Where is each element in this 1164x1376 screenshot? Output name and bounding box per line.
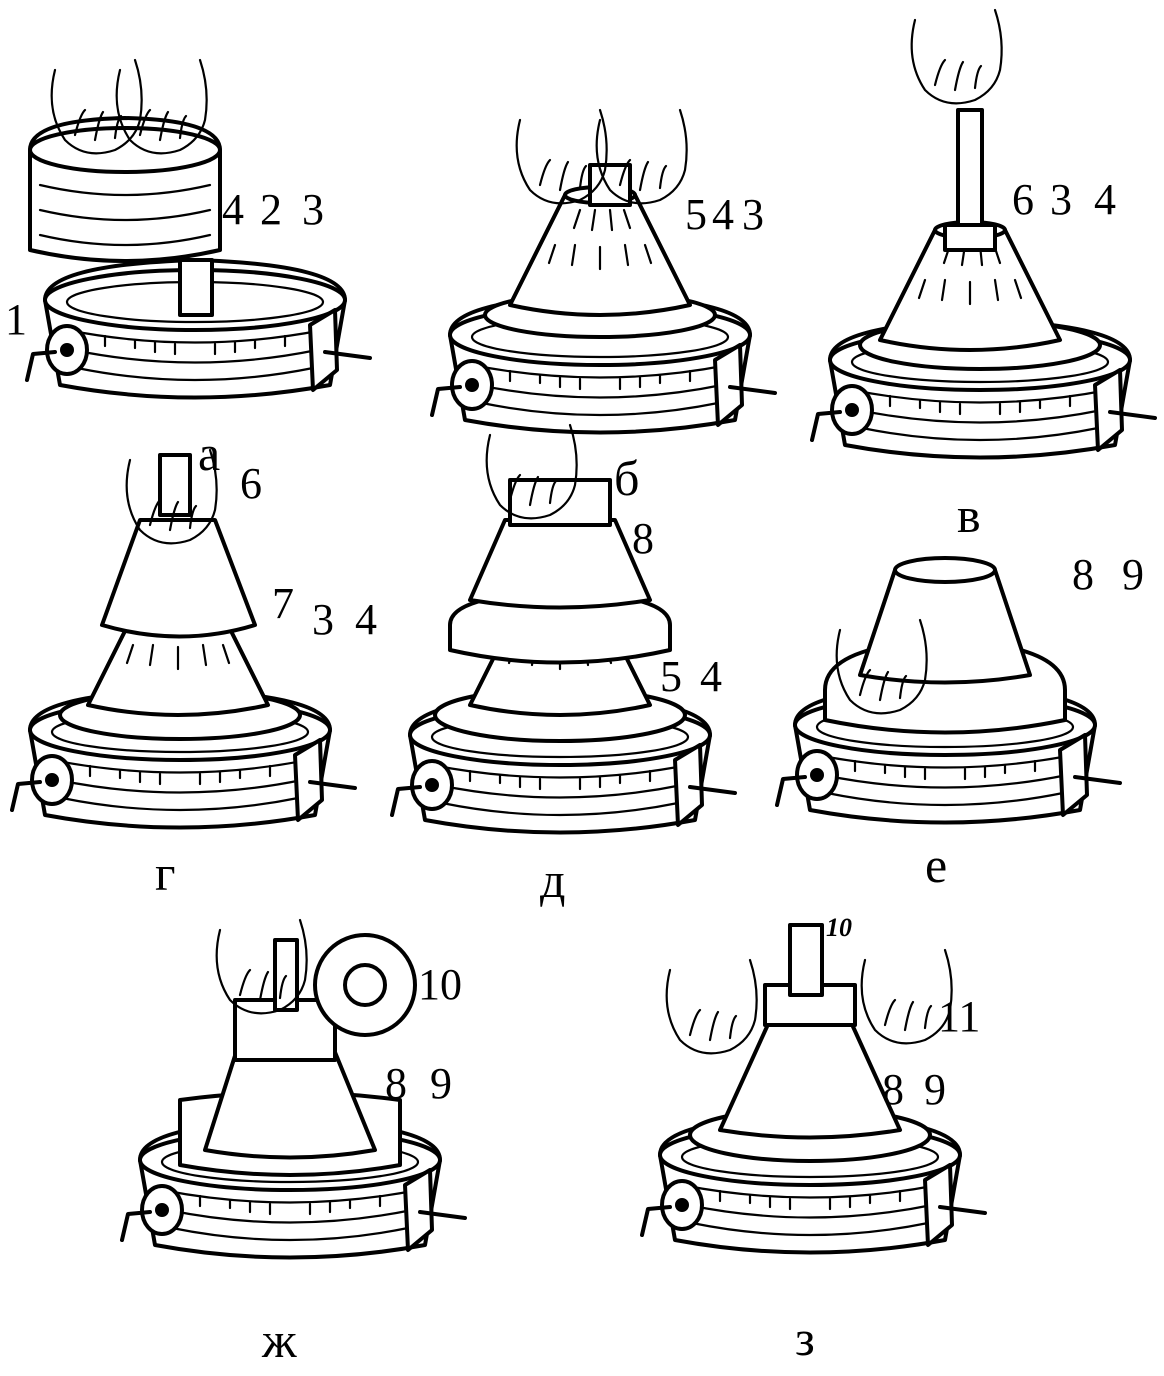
panel-a-illustration <box>25 58 372 400</box>
part-label: 3 <box>1050 175 1072 224</box>
part-label: 6 <box>240 459 262 508</box>
part-label: 5 <box>685 190 707 239</box>
part-label: 4 <box>222 185 244 234</box>
panel-g-illustration <box>10 448 357 830</box>
panel-e-illustration <box>775 556 1122 825</box>
part-label: 3 <box>312 595 334 644</box>
part-label: 2 <box>260 185 282 234</box>
panel-caption: д <box>540 852 566 908</box>
part-label: 9 <box>430 1059 452 1108</box>
part-label: 10 <box>826 913 852 942</box>
panel-caption: г <box>155 845 176 901</box>
part-label: 8 <box>385 1059 407 1108</box>
panel-d-illustration <box>390 423 737 835</box>
panel-caption: е <box>925 837 948 893</box>
part-label: 8 <box>1072 550 1094 599</box>
part-label: 6 <box>1012 175 1034 224</box>
part-label: 7 <box>272 579 294 628</box>
part-label: 4 <box>1094 175 1116 224</box>
panel-z-illustration <box>640 923 987 1255</box>
part-label: 9 <box>1122 550 1144 599</box>
panel-zh-illustration <box>120 918 467 1260</box>
panel-caption: а <box>198 425 221 481</box>
panel-caption: ж <box>262 1312 297 1368</box>
part-label: 8 <box>632 514 654 563</box>
panel-caption: б <box>614 450 640 506</box>
part-label: 8 <box>882 1065 904 1114</box>
part-label: 4 <box>712 190 734 239</box>
panel-caption: з <box>795 1310 815 1366</box>
part-label: 3 <box>302 185 324 234</box>
panel-v-illustration <box>810 8 1157 460</box>
part-label: 10 <box>418 960 462 1009</box>
part-label: 3 <box>742 190 764 239</box>
part-label: 5 <box>660 652 682 701</box>
part-label: 11 <box>938 992 981 1041</box>
part-label: 4 <box>355 595 377 644</box>
part-label: 1 <box>5 295 27 344</box>
part-label: 9 <box>924 1065 946 1114</box>
panel-b-illustration <box>430 108 777 435</box>
panel-caption: в <box>957 487 981 543</box>
part-label: 4 <box>700 652 722 701</box>
